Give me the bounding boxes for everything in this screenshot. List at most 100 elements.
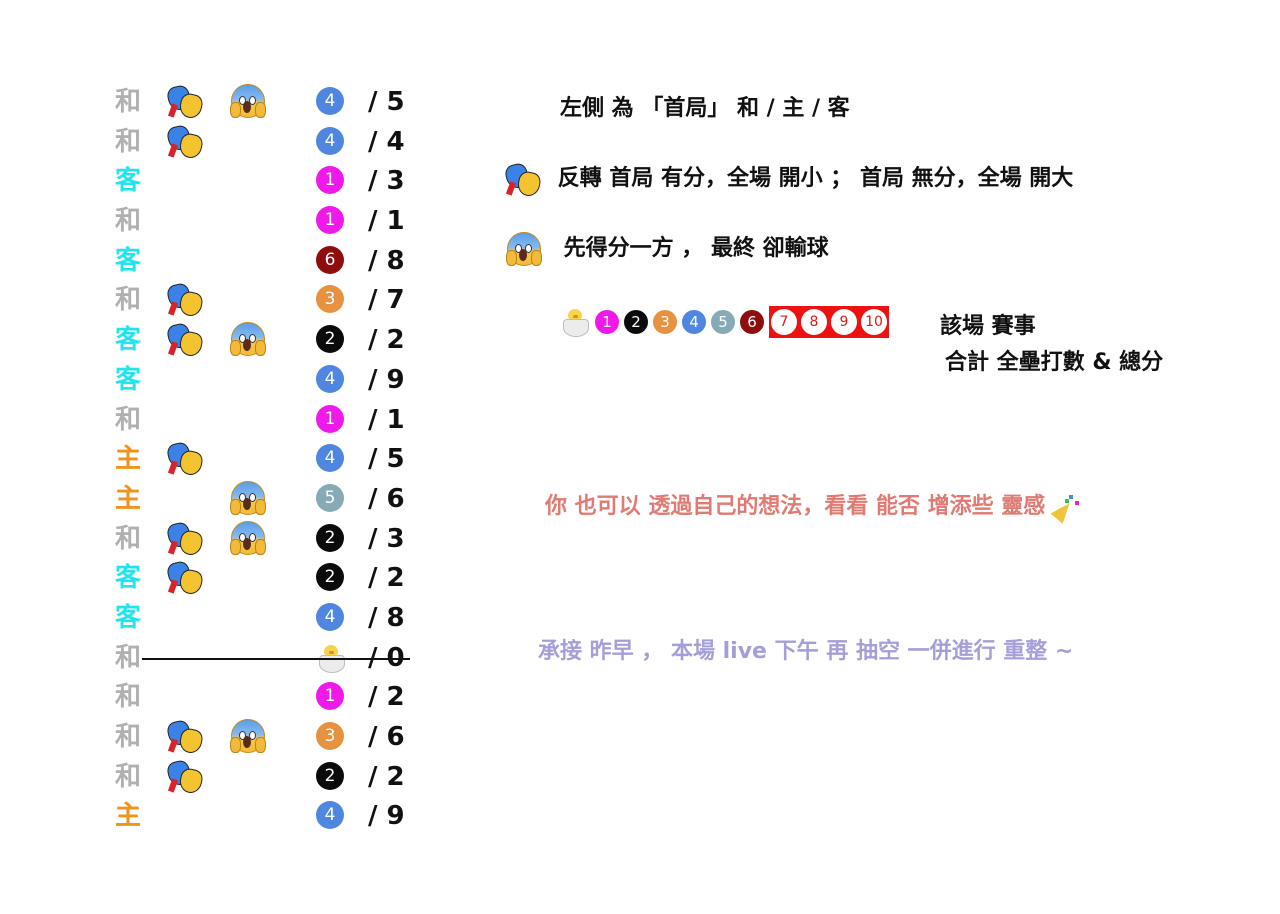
total-score: / 2 (368, 563, 405, 594)
legend-subtitle: 合計 全壘打數 & 總分 (945, 350, 1164, 375)
first-inning-result: 和 (115, 761, 142, 792)
first-inning-result: 客 (115, 245, 142, 276)
home-run-count-badge: 5 (316, 483, 344, 512)
first-inning-result: 和 (115, 285, 142, 316)
first-inning-result: 和 (115, 523, 142, 554)
first-inning-result: 主 (115, 444, 142, 475)
first-inning-result: 和 (115, 722, 142, 752)
game-row: 和 1 / 1 (112, 201, 422, 241)
home-run-count: 2 (316, 523, 344, 552)
legend-ball: 4 (682, 310, 706, 334)
note-left-side: 左側 為 「首局」 和 / 主 / 客 (560, 96, 850, 121)
total-score: / 7 (368, 285, 405, 316)
home-run-count-badge: 1 (316, 404, 344, 433)
performing-arts-icon (165, 440, 205, 479)
performing-arts-icon (165, 520, 205, 559)
home-run-count: 4 (316, 602, 344, 631)
face-screaming-icon (230, 480, 266, 519)
hatching-chick-icon (316, 643, 346, 677)
game-row: 和 2 / 3 (112, 519, 422, 559)
home-run-count: 6 (316, 245, 344, 274)
note-first-score-text: 先得分一方 ， 最終 卻輸球 (563, 236, 829, 261)
game-row: 和 1 / 1 (112, 400, 422, 440)
first-inning-result: 和 (115, 126, 142, 157)
legend-ball: 10 (861, 309, 887, 335)
legend-ball: 5 (711, 310, 735, 334)
legend-title: 該場 賽事 (940, 314, 1036, 339)
game-row: 和 3 / 6 (112, 717, 422, 757)
performing-arts-icon (165, 83, 205, 122)
home-run-count: 2 (316, 563, 344, 592)
first-inning-result: 和 (115, 642, 142, 673)
home-run-count-badge: 4 (316, 87, 344, 115)
total-score: / 5 (368, 87, 405, 117)
game-row: 和/ 0 (112, 638, 422, 678)
first-inning-result: 和 (115, 404, 142, 435)
home-run-count: 1 (316, 404, 344, 433)
first-inning-result: 客 (115, 166, 142, 197)
first-inning-result: 客 (115, 563, 142, 594)
total-score: / 3 (368, 523, 405, 554)
total-score: / 4 (368, 126, 405, 157)
home-run-count-badge: 1 (316, 206, 344, 235)
home-run-count: 3 (316, 722, 344, 750)
home-run-count-badge: 2 (316, 523, 344, 552)
home-run-count: 1 (316, 206, 344, 235)
performing-arts-icon (165, 282, 205, 320)
total-score: / 2 (368, 325, 405, 356)
game-row: 客 2 / 2 (112, 558, 422, 598)
home-run-count: 4 (316, 87, 344, 115)
total-score: / 8 (368, 602, 405, 633)
total-score: / 8 (368, 245, 405, 276)
total-score: / 5 (368, 444, 405, 475)
face-screaming-icon (506, 232, 542, 266)
performing-arts-icon (165, 758, 205, 797)
game-row: 客 1 / 3 (112, 161, 422, 201)
home-run-count: 3 (316, 285, 344, 314)
total-score: / 6 (368, 483, 405, 514)
legend-ball: 7 (771, 309, 797, 335)
game-row: 和 2 / 2 (112, 757, 422, 797)
total-score: / 1 (368, 206, 405, 237)
home-run-count: 2 (316, 325, 344, 354)
hatching-chick-icon (560, 307, 590, 337)
home-run-count-badge: 4 (316, 444, 344, 473)
legend-ball: 9 (831, 309, 857, 335)
note-inspiration: 你 也可以 透過自己的想法，看看 能否 增添些 靈感 (545, 488, 1081, 524)
first-inning-result: 和 (115, 206, 142, 237)
legend-ball: 8 (801, 309, 827, 335)
home-run-count-badge: 4 (316, 602, 344, 631)
total-score: / 6 (368, 722, 405, 752)
performing-arts-icon (165, 321, 205, 360)
note-continue: 承接 昨早 ， 本場 live 下午 再 抽空 一併進行 重整 ~ (538, 639, 1074, 664)
face-screaming-icon (230, 719, 266, 757)
home-run-count-badge: 3 (316, 285, 344, 314)
home-run-count-badge: 2 (316, 563, 344, 592)
note-first-score: 先得分一方 ， 最終 卻輸球 (506, 230, 829, 266)
note-reversal: 反轉 首局 有分，全場 開小 ； 首局 無分，全場 開大 (503, 160, 1073, 199)
strikethrough-line (142, 657, 410, 660)
performing-arts-icon (165, 718, 205, 757)
total-score: / 1 (368, 404, 405, 435)
home-run-count: 1 (316, 166, 344, 195)
legend-ball: 6 (740, 310, 764, 334)
home-run-count: 4 (316, 364, 344, 393)
home-run-count-badge: 3 (316, 722, 344, 750)
game-row: 客 6 / 8 (112, 241, 422, 281)
legend-ball: 3 (653, 310, 677, 334)
performing-arts-icon (165, 559, 205, 598)
home-run-count-badge: 2 (316, 761, 344, 790)
legend-ball: 1 (595, 310, 619, 334)
total-score: / 2 (368, 761, 405, 792)
total-score: / 3 (368, 166, 405, 197)
first-inning-result: 主 (115, 801, 142, 832)
home-run-count: 2 (316, 761, 344, 790)
party-popper-icon (1050, 493, 1081, 524)
